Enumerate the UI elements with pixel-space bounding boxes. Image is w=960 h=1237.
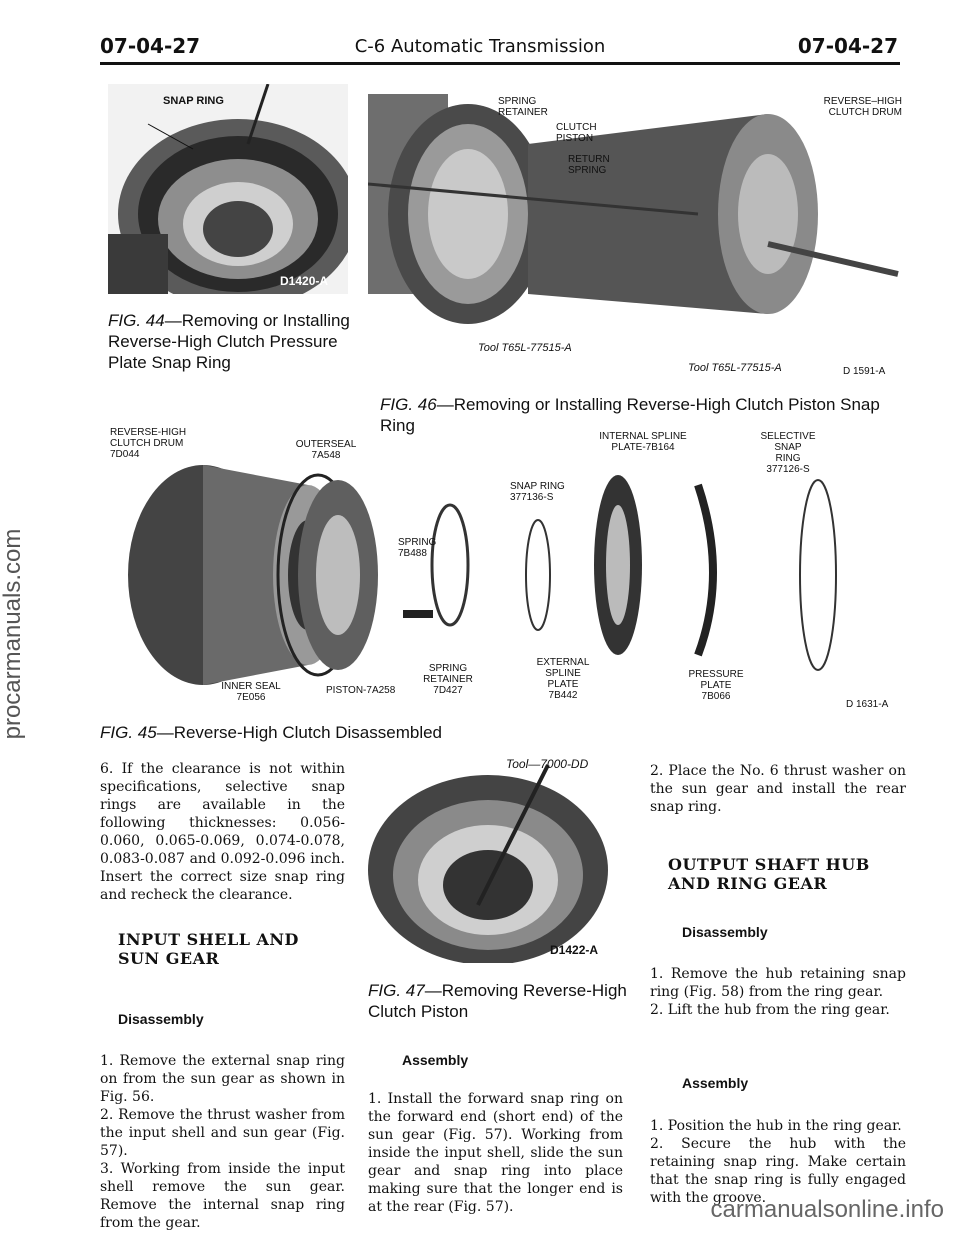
fig44-caption-num: FIG. 44 bbox=[108, 311, 165, 330]
fig44-illustration bbox=[108, 84, 348, 294]
fig45-caption: FIG. 45—Reverse-High Clutch Disassembled bbox=[100, 722, 500, 743]
fig46-photo: SPRING RETAINER CLUTCH PISTON RETURN SPR… bbox=[367, 84, 903, 384]
footer-watermark: carmanualsonline.info bbox=[710, 1196, 944, 1223]
col1-step-3: 3. Working from inside the input shell r… bbox=[100, 1161, 345, 1231]
fig46-tool-2: Tool T65L-77515-A bbox=[688, 362, 782, 374]
col1-steps: 1. Remove the external snap ring on from… bbox=[100, 1052, 345, 1232]
fig44-caption: FIG. 44—Removing or Installing Reverse-H… bbox=[108, 310, 358, 373]
fig46-label-drum: REVERSE–HIGH CLUTCH DRUM bbox=[823, 96, 902, 118]
fig44-photo: SNAP RING D1420-A bbox=[108, 84, 348, 294]
fig47-illustration bbox=[368, 755, 618, 965]
col1-step-1: 1. Remove the external snap ring on from… bbox=[100, 1053, 345, 1105]
side-watermark: procarmanuals.com bbox=[0, 528, 26, 740]
fig46-caption: FIG. 46—Removing or Installing Reverse-H… bbox=[380, 394, 900, 436]
col3-subheading-disassembly: Disassembly bbox=[682, 924, 768, 940]
fig46-label-return-spring: RETURN SPRING bbox=[568, 154, 610, 176]
fig46-tool-1: Tool T65L-77515-A bbox=[478, 342, 572, 354]
col3-subheading-assembly: Assembly bbox=[682, 1075, 749, 1091]
col2-subheading-assembly: Assembly bbox=[402, 1052, 469, 1068]
fig45-label-piston: PISTON-7A258 bbox=[326, 685, 396, 696]
col1-subheading-disassembly: Disassembly bbox=[118, 1011, 204, 1027]
fig44-caption-text: —Removing or Installing Reverse-High Clu… bbox=[108, 311, 350, 372]
fig46-label-clutch-piston: CLUTCH PISTON bbox=[556, 122, 597, 144]
fig45-caption-num: FIG. 45 bbox=[100, 723, 157, 742]
fig45-code: D 1631-A bbox=[846, 699, 889, 710]
fig44-code: D1420-A bbox=[280, 274, 329, 288]
col3-assembly-steps: 1. Position the hub in the ring gear. 2.… bbox=[650, 1117, 906, 1207]
col2-step-1: 1. Install the forward snap ring on the … bbox=[368, 1091, 623, 1215]
fig46-caption-text: —Removing or Installing Reverse-High Clu… bbox=[380, 395, 880, 435]
page-number-left: 07-04-27 bbox=[100, 34, 201, 58]
fig47-caption: FIG. 47—Removing Reverse-High Clutch Pis… bbox=[368, 980, 628, 1022]
fig47-tool: Tool—7000-DD bbox=[506, 757, 589, 771]
col3-disassembly-1: 1. Remove the hub retaining snap ring (F… bbox=[650, 966, 906, 1000]
fig46-code: D 1591-A bbox=[843, 366, 886, 377]
header-rule bbox=[100, 62, 900, 65]
page-number-right: 07-04-27 bbox=[797, 34, 898, 58]
fig46-label-spring-retainer: SPRING RETAINER bbox=[498, 96, 548, 118]
col3-step-2: 2. Place the No. 6 thrust washer on the … bbox=[650, 763, 906, 815]
fig47-caption-num: FIG. 47 bbox=[368, 981, 425, 1000]
fig44-label-snap-ring: SNAP RING bbox=[163, 95, 224, 107]
col3-disassembly-steps: 1. Remove the hub retaining snap ring (F… bbox=[650, 965, 906, 1019]
fig47-caption-text: —Removing Reverse-High Clutch Piston bbox=[368, 981, 627, 1021]
fig47-code: D1422-A bbox=[550, 943, 599, 957]
fig46-caption-num: FIG. 46 bbox=[380, 395, 437, 414]
fig45-drawing bbox=[128, 465, 837, 685]
col1-para6: 6. If the clearance is not within specif… bbox=[100, 761, 345, 903]
fig47-photo: Tool—7000-DD D1422-A bbox=[368, 755, 618, 965]
fig46-illustration bbox=[367, 84, 903, 384]
col3-disassembly-2: 2. Lift the hub from the ring gear. bbox=[650, 1002, 890, 1018]
fig45-caption-text: —Reverse-High Clutch Disassembled bbox=[156, 723, 443, 742]
page-title: C-6 Automatic Transmission bbox=[354, 36, 606, 57]
col3-assembly-2: 2. Secure the hub with the retaining sna… bbox=[650, 1136, 906, 1206]
col1-step-2: 2. Remove the thrust washer from the inp… bbox=[100, 1107, 345, 1159]
col3-assembly-1: 1. Position the hub in the ring gear. bbox=[650, 1118, 902, 1134]
